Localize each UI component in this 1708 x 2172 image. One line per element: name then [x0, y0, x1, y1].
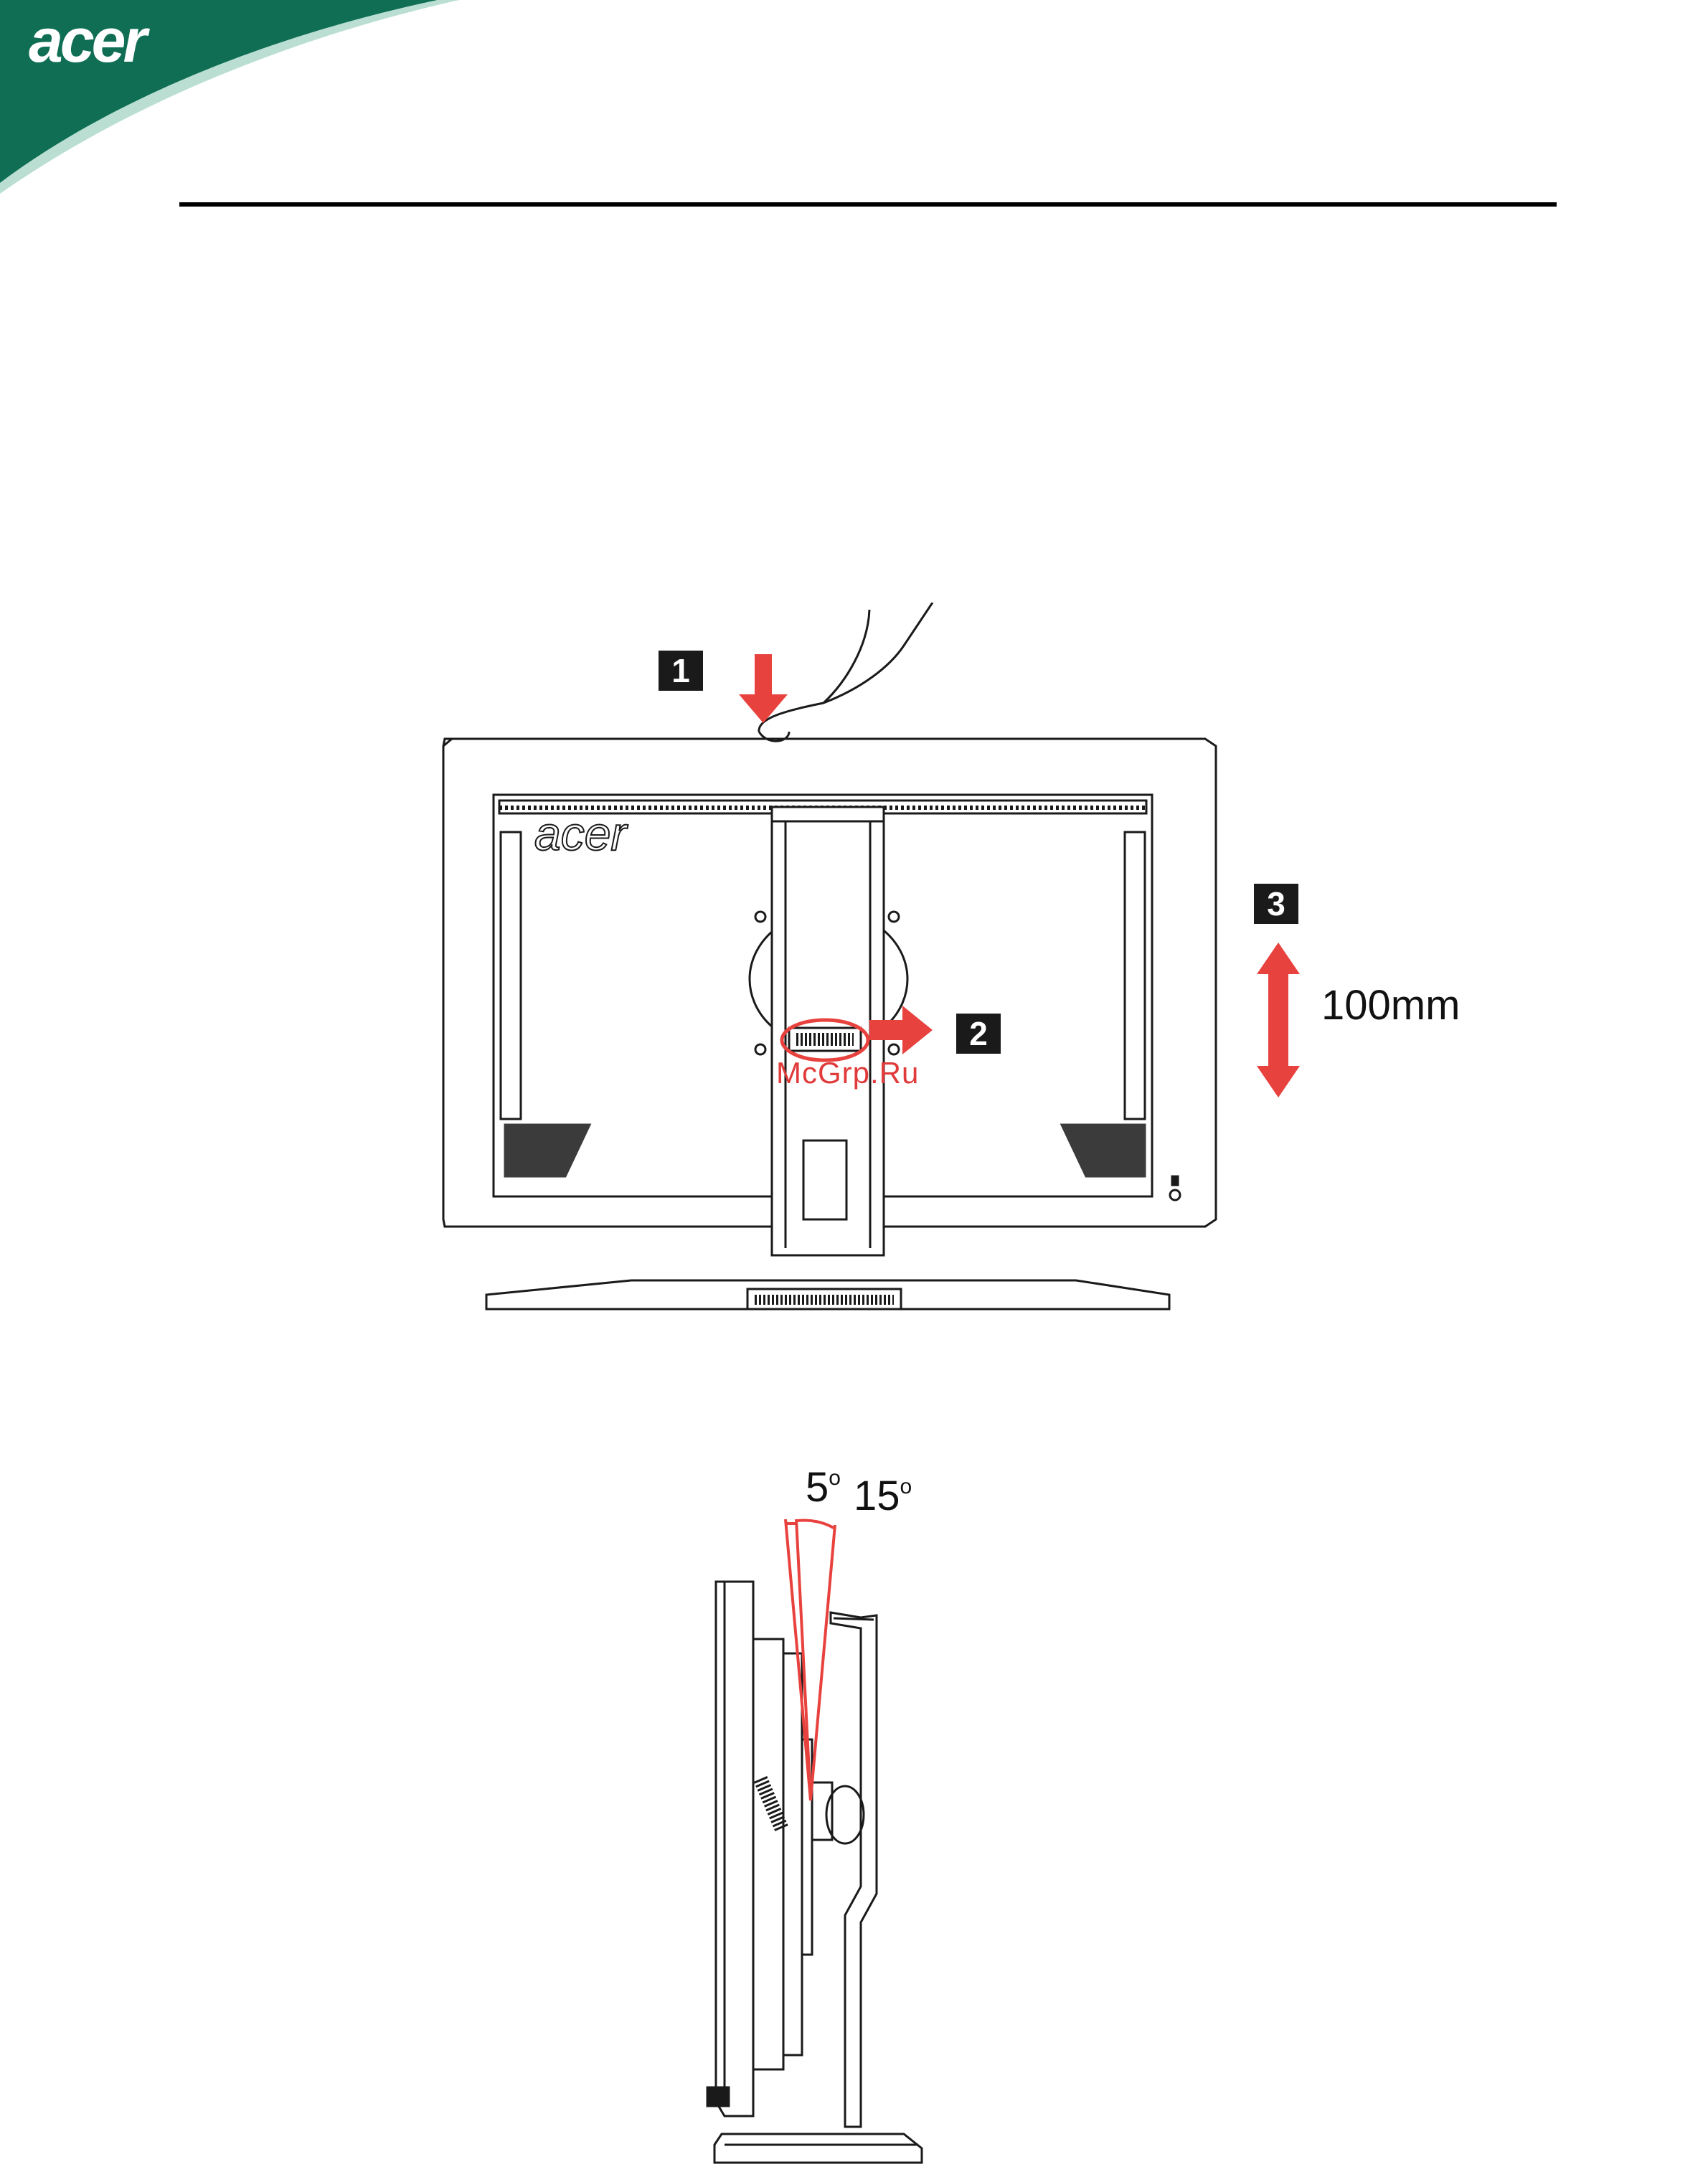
header-rule — [179, 202, 1557, 207]
tilt-back-angle: 5o — [806, 1463, 841, 1511]
header-swoosh: acer — [0, 0, 574, 194]
acer-logo: acer — [29, 6, 150, 75]
watermark: McGrp.Ru — [776, 1056, 919, 1090]
step-1-badge: 1 — [659, 651, 703, 691]
back-logo: acer — [534, 807, 628, 860]
tilt-forward-value: 15 — [854, 1473, 900, 1519]
step-2-badge: 2 — [956, 1014, 1001, 1054]
tilt-forward-degree: o — [900, 1475, 912, 1498]
monitor-side-illustration — [646, 1456, 1004, 2166]
tilt-forward-angle: 15o — [854, 1472, 912, 1520]
tilt-back-degree: o — [829, 1466, 841, 1490]
height-adjust-label: 100mm — [1321, 981, 1460, 1029]
monitor-front-illustration: acer — [430, 603, 1506, 1334]
tilt-back-value: 5 — [806, 1464, 829, 1511]
step-3-badge: 3 — [1254, 884, 1298, 924]
